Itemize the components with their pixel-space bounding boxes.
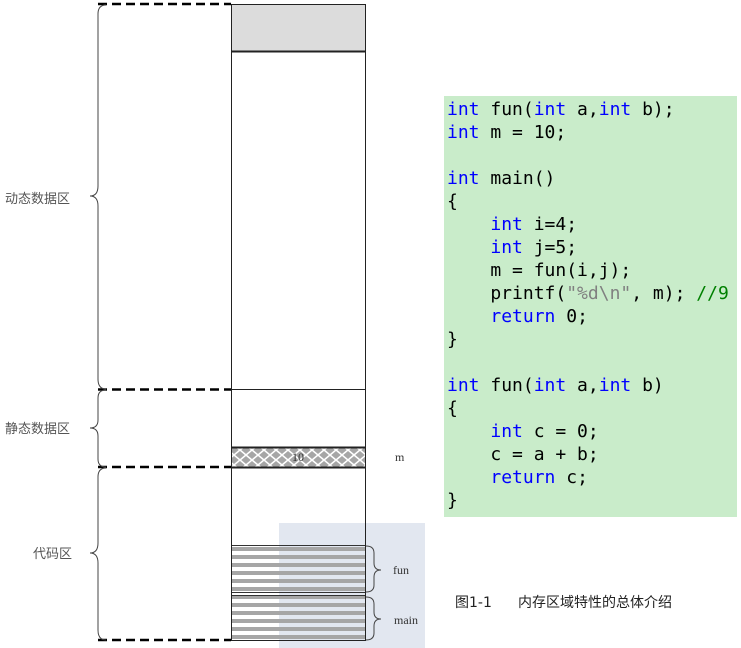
code-token: return (490, 306, 556, 327)
code-token: printf( (447, 283, 567, 304)
code-line: m = fun(i,j); (447, 259, 737, 282)
code-token: int (447, 122, 480, 143)
code-token: int (533, 375, 567, 396)
code-token: int (490, 214, 523, 235)
fun-block-brace (365, 545, 382, 593)
memory-column-outline (231, 4, 366, 641)
code-token (447, 306, 490, 327)
function-fun-block (231, 545, 366, 593)
code-line: int main() (447, 167, 737, 190)
function-main-label: main (394, 613, 418, 627)
code-token: a, (566, 99, 599, 120)
dynamic-region-brace (89, 4, 107, 390)
code-line: c = a + b; (447, 443, 737, 466)
code-token: m = 10; (479, 122, 567, 143)
static-region-brace (89, 389, 107, 468)
code-token: { (447, 398, 458, 419)
variable-m-label: m (395, 450, 405, 464)
code-token: fun( (479, 99, 534, 120)
code-line (447, 144, 737, 167)
code-token: int (447, 375, 480, 396)
code-token: main() (479, 168, 556, 189)
code-token: b); (631, 99, 675, 120)
code-line: int c = 0; (447, 420, 737, 443)
figure-caption-number: 图1-1 (455, 595, 492, 611)
code-line: int i=4; (447, 213, 737, 236)
figure-caption-title: 内存区域特性的总体介绍 (518, 595, 672, 611)
code-token: return (490, 467, 556, 488)
code-line: int fun(int a,int b) (447, 374, 737, 397)
code-token: 0; (555, 306, 588, 327)
code-token: int (490, 237, 523, 258)
main-block-brace (365, 596, 382, 641)
code-line: { (447, 190, 737, 213)
code-line: { (447, 397, 737, 420)
code-line: } (447, 328, 737, 351)
static-region-label: 静态数据区 (5, 422, 70, 437)
code-line: printf("%d\n", m); //9 (447, 282, 737, 305)
memory-top-block (231, 4, 366, 52)
code-line: return c; (447, 466, 737, 489)
code-line: return 0; (447, 305, 737, 328)
code-token: c = 0; (522, 421, 599, 442)
code-region-label: 代码区 (33, 547, 72, 562)
code-token: i=4; (522, 214, 578, 235)
code-token: j=5; (522, 237, 578, 258)
code-listing: int fun(int a,int b);int m = 10;int main… (444, 96, 737, 517)
dynamic-region-label: 动态数据区 (5, 192, 70, 207)
code-token: int (447, 168, 480, 189)
code-token: b) (631, 375, 664, 396)
code-region-brace (89, 467, 107, 641)
function-main-block (231, 595, 366, 641)
variable-m-cell (231, 447, 366, 468)
code-line: int j=5; (447, 236, 737, 259)
code-token: c; (555, 467, 588, 488)
code-token: } (447, 490, 458, 511)
code-token: c = a + b; (447, 444, 599, 465)
code-token: int (598, 99, 632, 120)
code-token: //9 (696, 283, 729, 304)
code-token: a, (566, 375, 599, 396)
code-line: int m = 10; (447, 121, 737, 144)
code-token (447, 237, 490, 258)
code-line: int fun(int a,int b); (447, 98, 737, 121)
code-token: } (447, 329, 458, 350)
code-line: } (447, 489, 737, 512)
code-token: { (447, 191, 458, 212)
code-token (447, 421, 490, 442)
code-token: int (447, 99, 480, 120)
code-token (447, 467, 490, 488)
code-token: int (490, 421, 523, 442)
variable-m-value: 10 (292, 450, 304, 464)
code-token: int (533, 99, 567, 120)
code-token (447, 214, 490, 235)
code-token: "%d\n" (566, 283, 632, 304)
code-token: , m); (631, 283, 697, 304)
function-fun-label: fun (393, 563, 409, 577)
code-token: m = fun(i,j); (447, 260, 632, 281)
code-line (447, 351, 737, 374)
code-token: int (598, 375, 632, 396)
code-token: fun( (479, 375, 534, 396)
